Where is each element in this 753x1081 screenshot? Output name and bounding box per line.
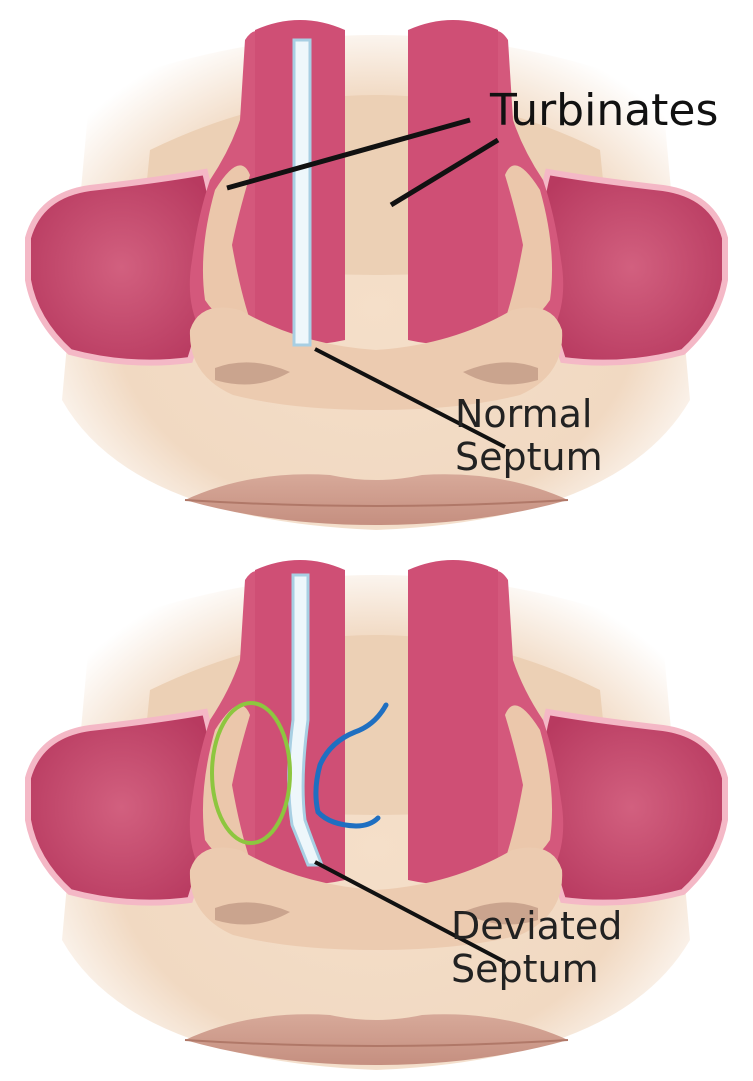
normal-label-line2: Septum: [455, 436, 603, 479]
turbinates-label: Turbinates: [490, 89, 718, 133]
deviated-label-line2: Septum: [451, 948, 622, 991]
normal-label-line1: Normal: [455, 393, 603, 436]
deviated-septum-label: Deviated Septum: [451, 905, 622, 990]
normal-septum-label: Normal Septum: [455, 393, 603, 478]
septum-normal: [294, 40, 310, 345]
deviated-septum-head: [28, 560, 725, 1070]
deviated-label-line1: Deviated: [451, 905, 622, 948]
